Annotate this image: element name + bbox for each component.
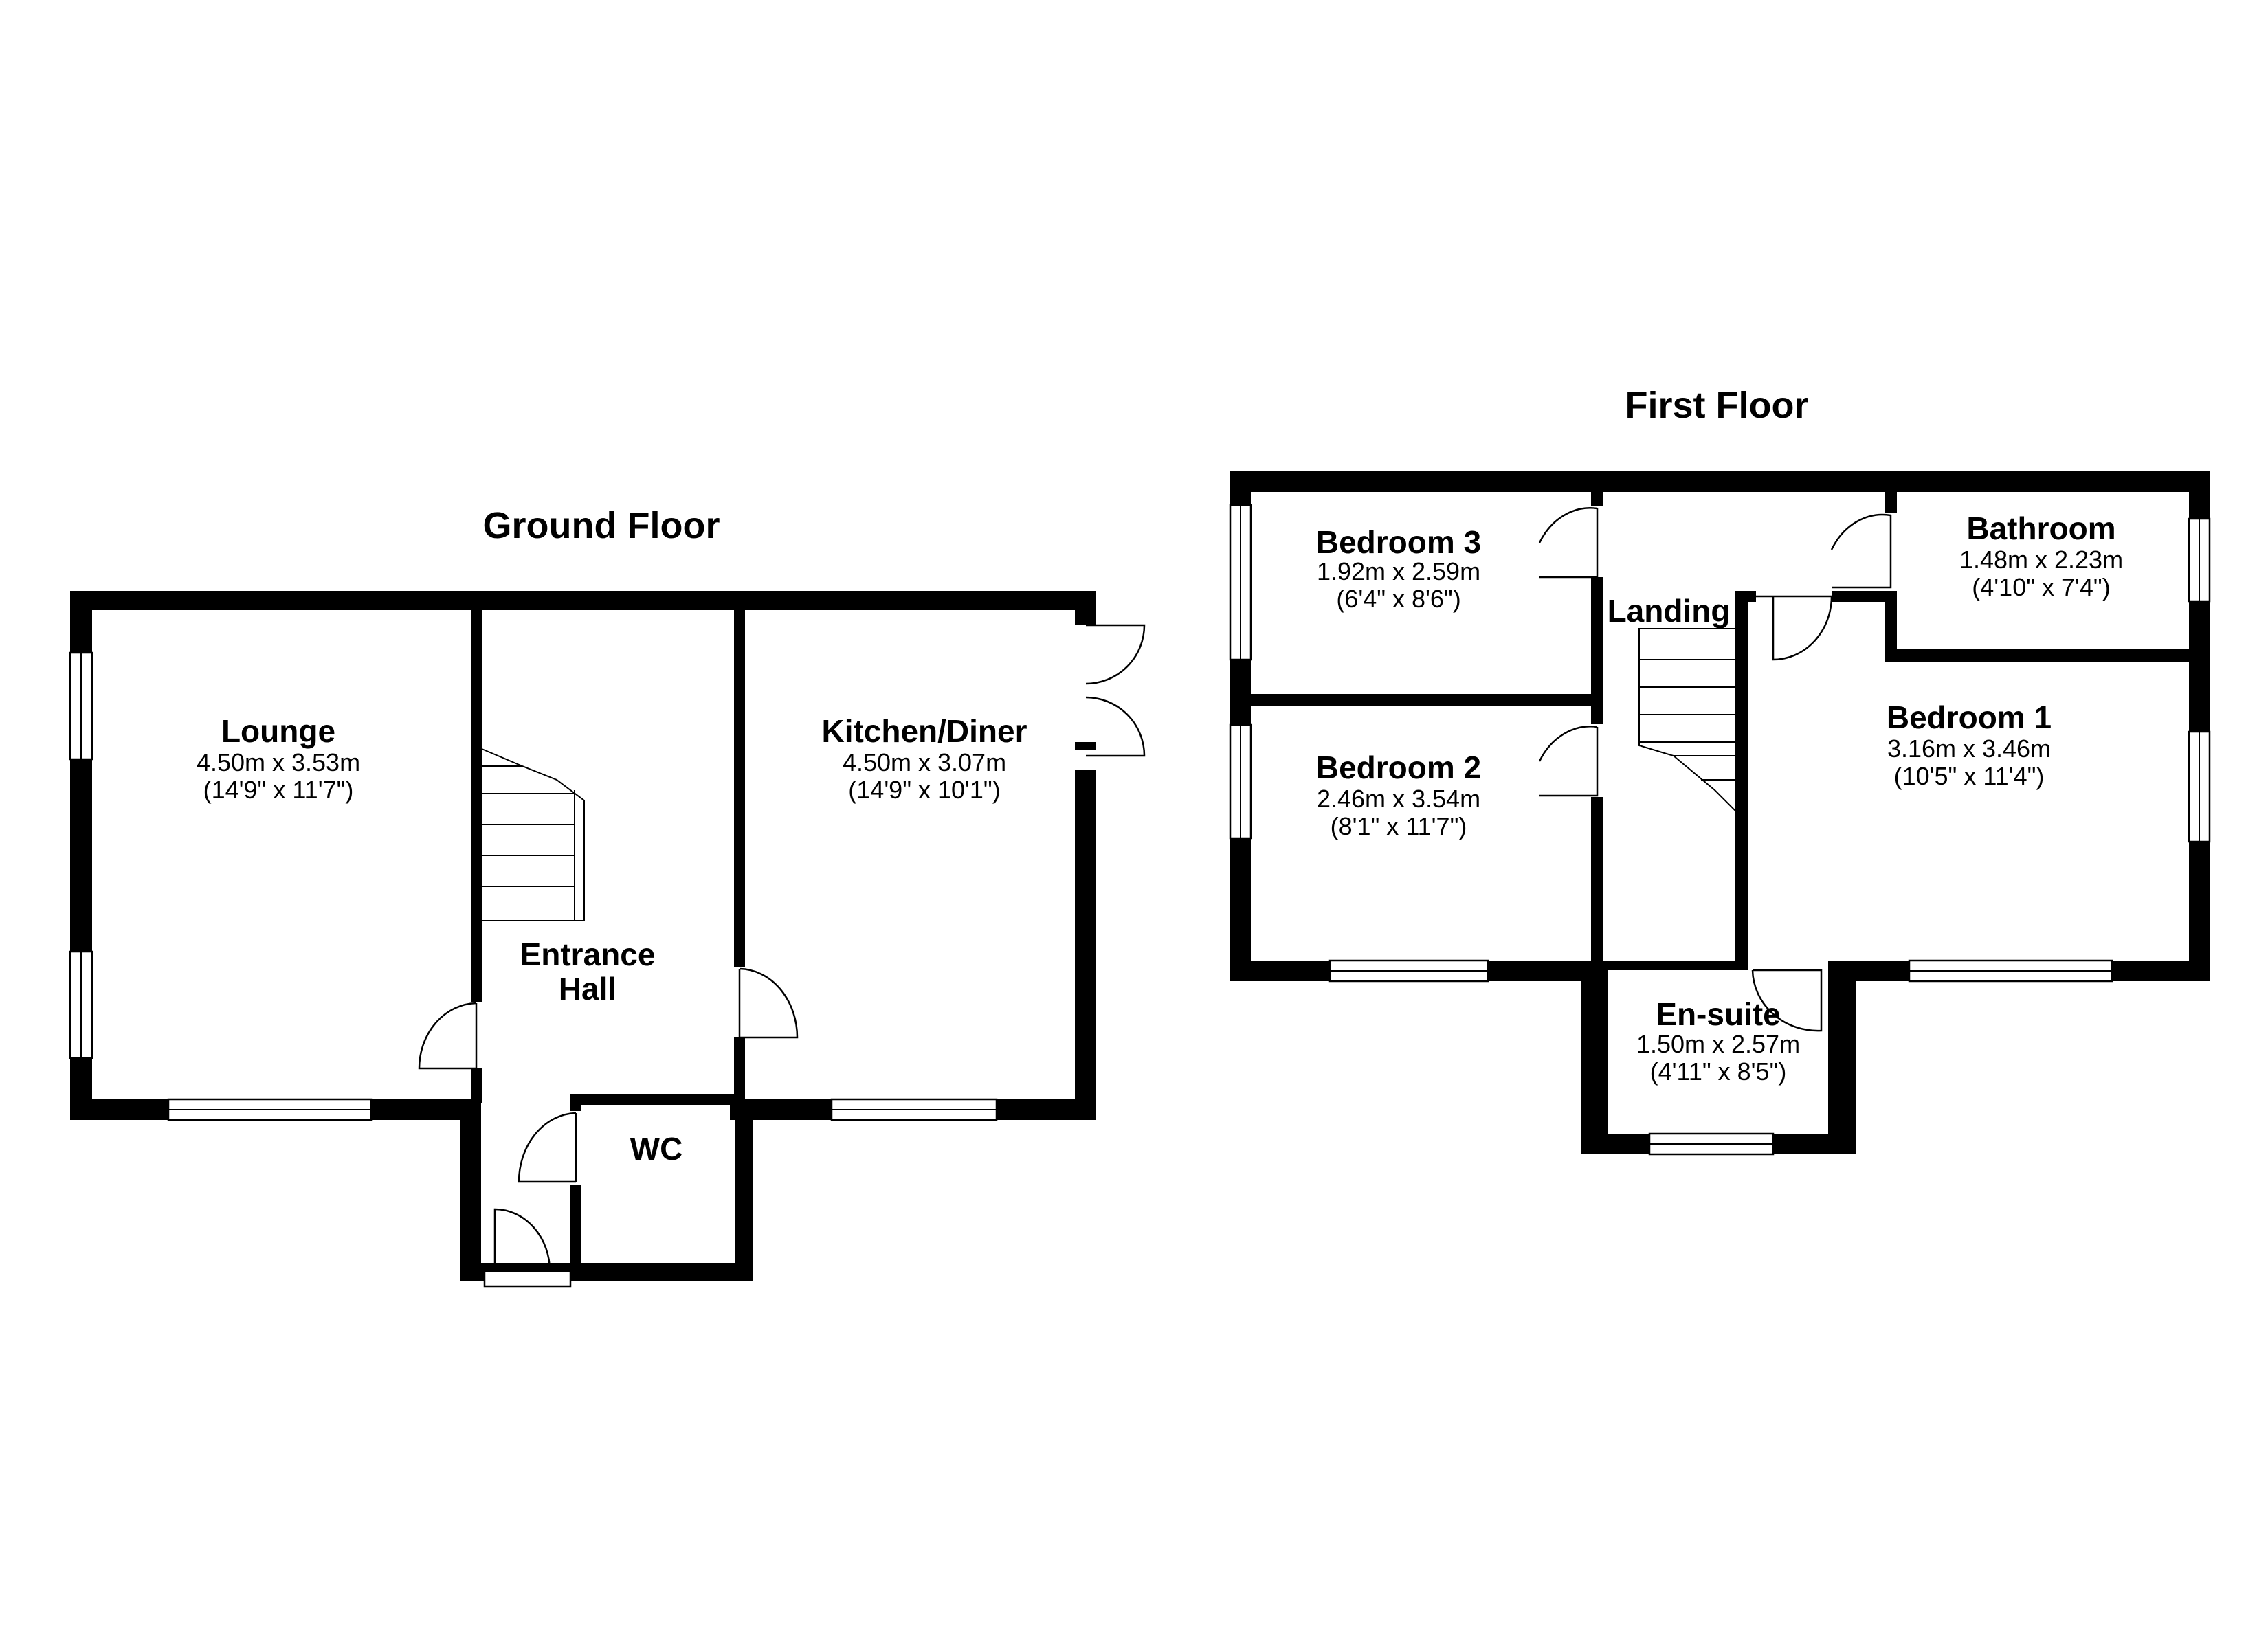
room-name: Lounge <box>221 713 335 749</box>
room-name-line2: Hall <box>559 971 616 1007</box>
room-en-suite: En-suite 1.50m x 2.57m (4'11" x 8'5") <box>1636 996 1800 1086</box>
first-floor-windows <box>1229 504 2211 1156</box>
room-entrance-hall: Entrance Hall <box>520 936 656 1007</box>
room-name: Bedroom 3 <box>1316 524 1481 560</box>
room-name: Kitchen/Diner <box>821 713 1027 749</box>
room-bedroom-3: Bedroom 3 1.92m x 2.59m (6'4" x 8'6") <box>1316 524 1481 613</box>
room-name: Entrance <box>520 936 656 972</box>
room-bedroom-2: Bedroom 2 2.46m x 3.54m (8'1" x 11'7") <box>1316 750 1481 840</box>
room-imperial: (6'4" x 8'6") <box>1336 585 1460 613</box>
lounge-door <box>418 1002 478 1070</box>
room-name: Bedroom 1 <box>1887 699 2052 735</box>
ground-floor-walls <box>70 591 1096 1281</box>
room-metric: 3.16m x 3.46m <box>1887 734 2051 763</box>
room-name: WC <box>630 1131 683 1167</box>
room-metric: 1.48m x 2.23m <box>1959 546 2123 574</box>
kitchen-french-door-upper <box>1085 624 1146 685</box>
room-name: En-suite <box>1656 996 1780 1032</box>
kitchen-french-door-lower <box>1085 696 1146 757</box>
front-door <box>493 1208 551 1272</box>
bathroom-door <box>1830 513 1892 589</box>
room-imperial: (14'9" x 11'7") <box>203 776 354 804</box>
bedroom2-door <box>1538 726 1599 797</box>
room-imperial: (4'11" x 8'5") <box>1650 1057 1787 1086</box>
ground-floor-windows <box>69 651 998 1288</box>
first-floor-title: First Floor <box>1625 385 1809 426</box>
ensuite-door <box>1751 969 1823 1032</box>
room-name: Bathroom <box>1966 511 2115 546</box>
room-kitchen-diner: Kitchen/Diner 4.50m x 3.07m (14'9" x 10'… <box>821 713 1027 804</box>
ground-floor-doors <box>418 591 1146 1272</box>
room-wc: WC <box>630 1131 683 1167</box>
ground-floor-title: Ground Floor <box>483 505 720 546</box>
room-imperial: (4'10" x 7'4") <box>1972 573 2110 601</box>
room-name: Landing <box>1608 593 1731 629</box>
wc-door <box>518 1112 577 1183</box>
room-metric: 1.92m x 2.59m <box>1317 557 1480 585</box>
room-metric: 2.46m x 3.54m <box>1317 785 1480 813</box>
room-name: Bedroom 2 <box>1316 750 1481 785</box>
room-lounge: Lounge 4.50m x 3.53m (14'9" x 11'7") <box>197 713 360 804</box>
room-imperial: (10'5" x 11'4") <box>1894 762 2045 790</box>
bedroom1-door <box>1756 595 1833 661</box>
front-door-threshold <box>483 1270 572 1288</box>
room-bedroom-1: Bedroom 1 3.16m x 3.46m (10'5" x 11'4") <box>1887 699 2052 790</box>
first-floor-plan: First Floor <box>1229 385 2211 1156</box>
bedroom3-door <box>1538 507 1599 579</box>
room-metric: 4.50m x 3.07m <box>843 748 1006 776</box>
room-landing: Landing <box>1608 593 1731 629</box>
room-bathroom: Bathroom 1.48m x 2.23m (4'10" x 7'4") <box>1959 511 2123 601</box>
first-floor-stairs <box>1638 628 1736 813</box>
kitchen-door <box>738 967 799 1039</box>
room-imperial: (8'1" x 11'7") <box>1331 812 1467 840</box>
room-metric: 4.50m x 3.53m <box>197 748 360 776</box>
ground-floor-stairs <box>481 748 585 921</box>
ground-floor-plan: Ground Floor <box>69 505 1146 1288</box>
first-floor-doors <box>1538 507 1892 1032</box>
room-imperial: (14'9" x 10'1") <box>848 776 1000 804</box>
room-metric: 1.50m x 2.57m <box>1636 1030 1800 1058</box>
